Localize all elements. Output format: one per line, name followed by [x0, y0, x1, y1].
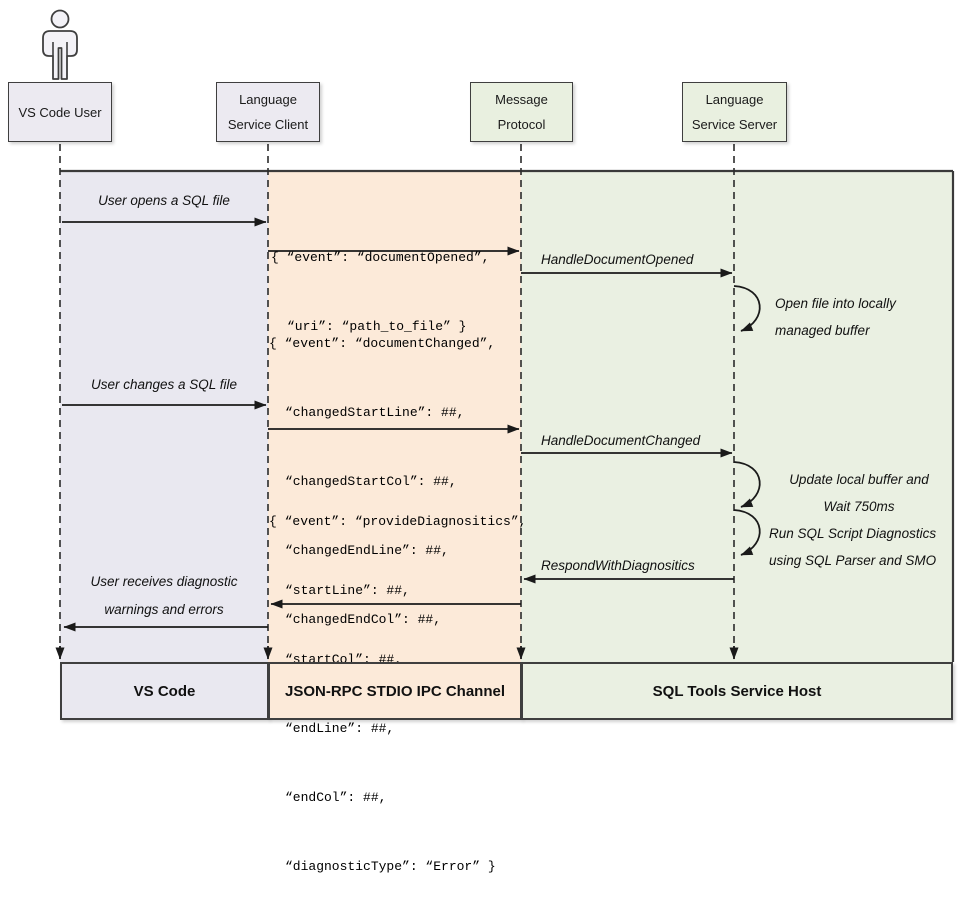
footer-label: JSON-RPC STDIO IPC Channel — [284, 682, 506, 700]
json-line: “changedEndCol”: ##, — [285, 612, 442, 627]
json-line: “diagnosticType”: “Error” } — [285, 859, 496, 874]
json-line: { “event”: “documentOpened”, — [271, 250, 490, 265]
self-loop-run-diagnostics — [733, 509, 761, 556]
actor-label: Service Client — [227, 117, 309, 132]
json-line: “startLine”: ##, — [285, 583, 410, 598]
label-user-opens: User opens a SQL file — [98, 193, 230, 208]
note-run-diagnostics: Run SQL Script Diagnostics using SQL Par… — [769, 526, 937, 568]
actor-label: Message — [495, 92, 548, 107]
band-tools-host — [521, 172, 953, 662]
json-line: “changedEndLine”: ##, — [285, 543, 449, 558]
self-loop-update-buffer — [733, 461, 761, 508]
note-update-buffer: Update local buffer and Wait 750ms — [789, 472, 929, 514]
actor-label: Service Server — [691, 117, 778, 132]
footer-label: SQL Tools Service Host — [652, 682, 822, 700]
actor-label: Language — [705, 92, 764, 107]
actor-message-protocol: Message Protocol — [470, 82, 573, 142]
json-line: “changedStartCol”: ##, — [285, 474, 457, 489]
actor-label: VS Code User — [18, 104, 102, 120]
self-loop-open-file — [733, 285, 761, 332]
actor-vs-code-user: VS Code User — [8, 82, 112, 142]
json-line: { “event”: “documentChanged”, — [269, 336, 496, 351]
label-user-receives-1: User receives diagnostic — [90, 574, 238, 589]
json-line: “endLine”: ##, — [285, 721, 395, 736]
footer-ipc-channel: JSON-RPC STDIO IPC Channel — [268, 662, 522, 720]
footer-vs-code: VS Code — [60, 662, 269, 720]
json-line: “uri”: “path_to_file” } — [287, 319, 467, 334]
user-person-icon — [42, 9, 78, 80]
json-line: “endCol”: ##, — [285, 790, 387, 805]
diagram-wires — [55, 144, 955, 662]
actor-label: Protocol — [497, 117, 546, 132]
note-open-file: Open file into locally managed buffer — [775, 296, 896, 338]
footer-sql-tools-service-host: SQL Tools Service Host — [521, 662, 953, 720]
json-line: “changedStartLine”: ##, — [285, 405, 465, 420]
sequence-diagram: VS Code User Language Service Client Mes… — [8, 9, 955, 874]
label-user-receives-2: warnings and errors — [104, 602, 224, 617]
label-user-changes: User changes a SQL file — [90, 377, 238, 392]
footer-label: VS Code — [133, 682, 196, 700]
label-handle-document-opened: HandleDocumentOpened — [541, 252, 694, 267]
band-vs-code — [60, 172, 268, 662]
label-handle-document-changed: HandleDocumentChanged — [541, 433, 701, 448]
json-line: { “event”: “provideDiagnositics”, — [269, 514, 527, 529]
actor-label: Language — [239, 92, 297, 107]
payload-document-opened: { “event”: “documentOpened”, “uri”: “pat… — [271, 200, 489, 384]
actor-language-service-server: Language Service Server — [682, 82, 787, 142]
band-ipc-channel — [268, 172, 521, 662]
label-respond-with-diagnositics: RespondWithDiagnositics — [541, 558, 695, 573]
actor-language-service-client: Language Service Client — [216, 82, 320, 142]
